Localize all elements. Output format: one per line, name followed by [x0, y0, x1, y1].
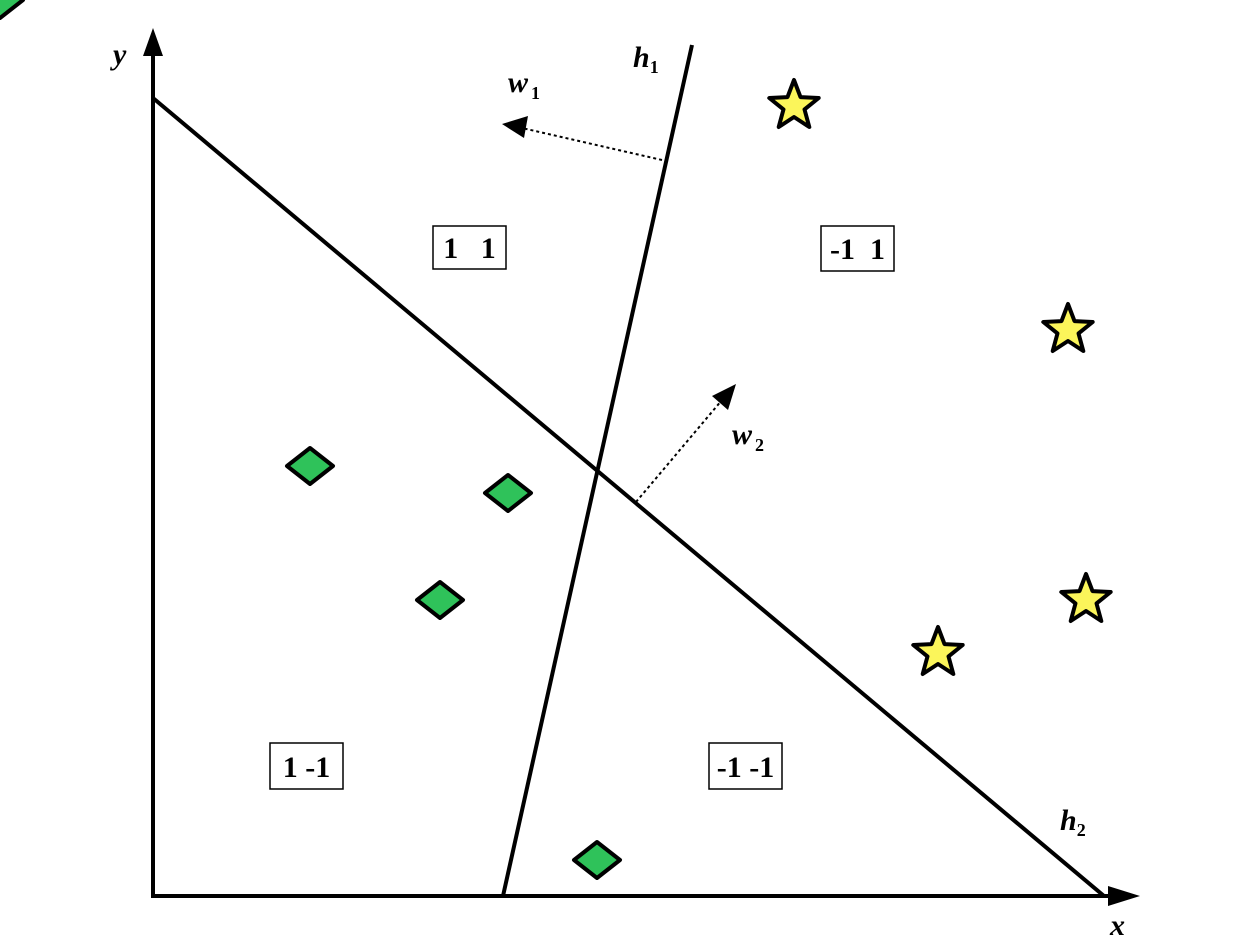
normal-w1-arrowhead	[502, 116, 528, 138]
region-top-right: -1 1	[820, 225, 895, 272]
normal-w2-arrow	[635, 399, 723, 503]
label-h2: h2	[1060, 804, 1086, 840]
diamond-markers	[0, 0, 622, 880]
line-h2	[151, 96, 1106, 898]
normal-w1-arrow	[521, 127, 663, 161]
diamond-marker	[415, 580, 465, 620]
region-top-left: 1 1	[432, 225, 507, 270]
star-marker	[911, 625, 965, 676]
star-marker	[1059, 572, 1113, 623]
region-bottom-right: -1 -1	[708, 742, 783, 790]
diamond-marker	[285, 446, 335, 486]
region-box	[432, 225, 507, 270]
star-marker	[767, 78, 821, 129]
region-code: 1 -1	[283, 751, 331, 784]
x-axis-label: x	[1109, 909, 1125, 942]
axes: y x	[110, 28, 1140, 942]
region-code: 1 1	[443, 232, 496, 265]
diamond-marker	[483, 473, 533, 513]
diamond-marker	[572, 840, 622, 880]
region-box	[708, 742, 783, 790]
region-bottom-left: 1 -1	[269, 742, 344, 790]
region-code: -1 1	[830, 233, 885, 266]
star-markers	[767, 78, 1113, 676]
region-box	[269, 742, 344, 790]
label-h1: h1	[633, 41, 659, 77]
region-code: -1 -1	[717, 751, 774, 784]
star-marker	[1041, 302, 1095, 353]
y-axis-arrowhead	[143, 28, 163, 56]
separating-lines	[151, 44, 1106, 898]
y-axis-label: y	[110, 38, 127, 71]
region-box	[820, 225, 895, 272]
normal-w2-arrowhead	[712, 384, 736, 410]
x-axis-arrowhead	[1108, 886, 1140, 906]
diamond-marker	[0, 0, 25, 20]
normal-vectors	[502, 116, 736, 503]
